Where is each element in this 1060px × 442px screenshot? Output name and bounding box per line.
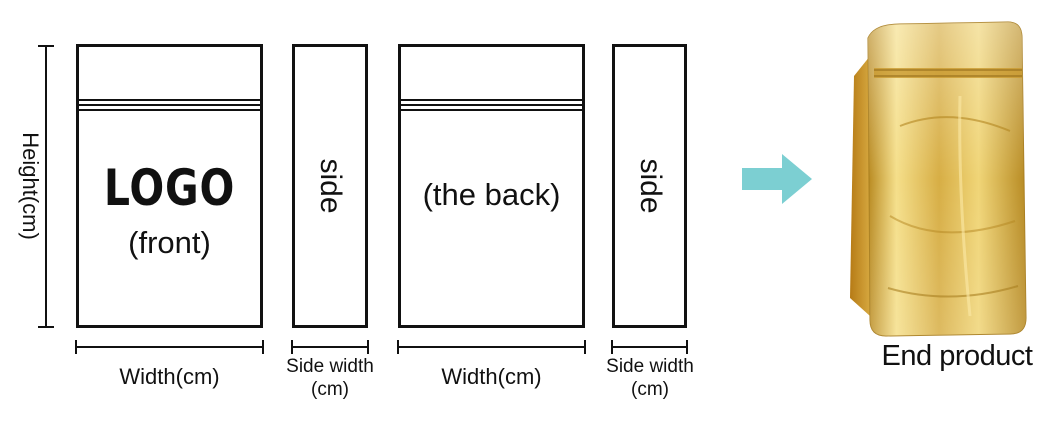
side-width-label-right: Side width (cm): [600, 356, 700, 402]
height-label: Height(cm): [18, 132, 43, 240]
width-dimension-lines: [75, 340, 688, 354]
side-caption: side: [314, 158, 347, 214]
back-caption: (the back): [422, 177, 561, 212]
height-dimension-line: [38, 45, 54, 328]
zipper-lines: [401, 99, 582, 111]
side-width-line1: Side width: [606, 356, 694, 377]
width-label-back: Width(cm): [441, 364, 542, 389]
front-caption: (front): [128, 225, 211, 260]
gold-pouch-image: [850, 21, 1027, 337]
side-panel-right: side: [612, 44, 687, 328]
side-width-line2: (cm): [311, 378, 349, 400]
side-width-line2: (cm): [631, 378, 669, 400]
side-width-line1: Side width: [286, 356, 374, 377]
logo-text: LOGO: [103, 159, 236, 217]
side-width-label-left: Side width (cm): [280, 356, 380, 402]
side-caption: side: [633, 158, 667, 214]
arrow-right-icon: [742, 154, 812, 204]
end-product-label: End product: [881, 340, 1033, 372]
back-panel: (the back): [398, 44, 585, 328]
zipper-lines: [79, 99, 260, 111]
side-panel-left: side: [292, 44, 368, 328]
front-panel: LOGO (front): [76, 44, 263, 328]
width-label-front: Width(cm): [119, 364, 220, 389]
